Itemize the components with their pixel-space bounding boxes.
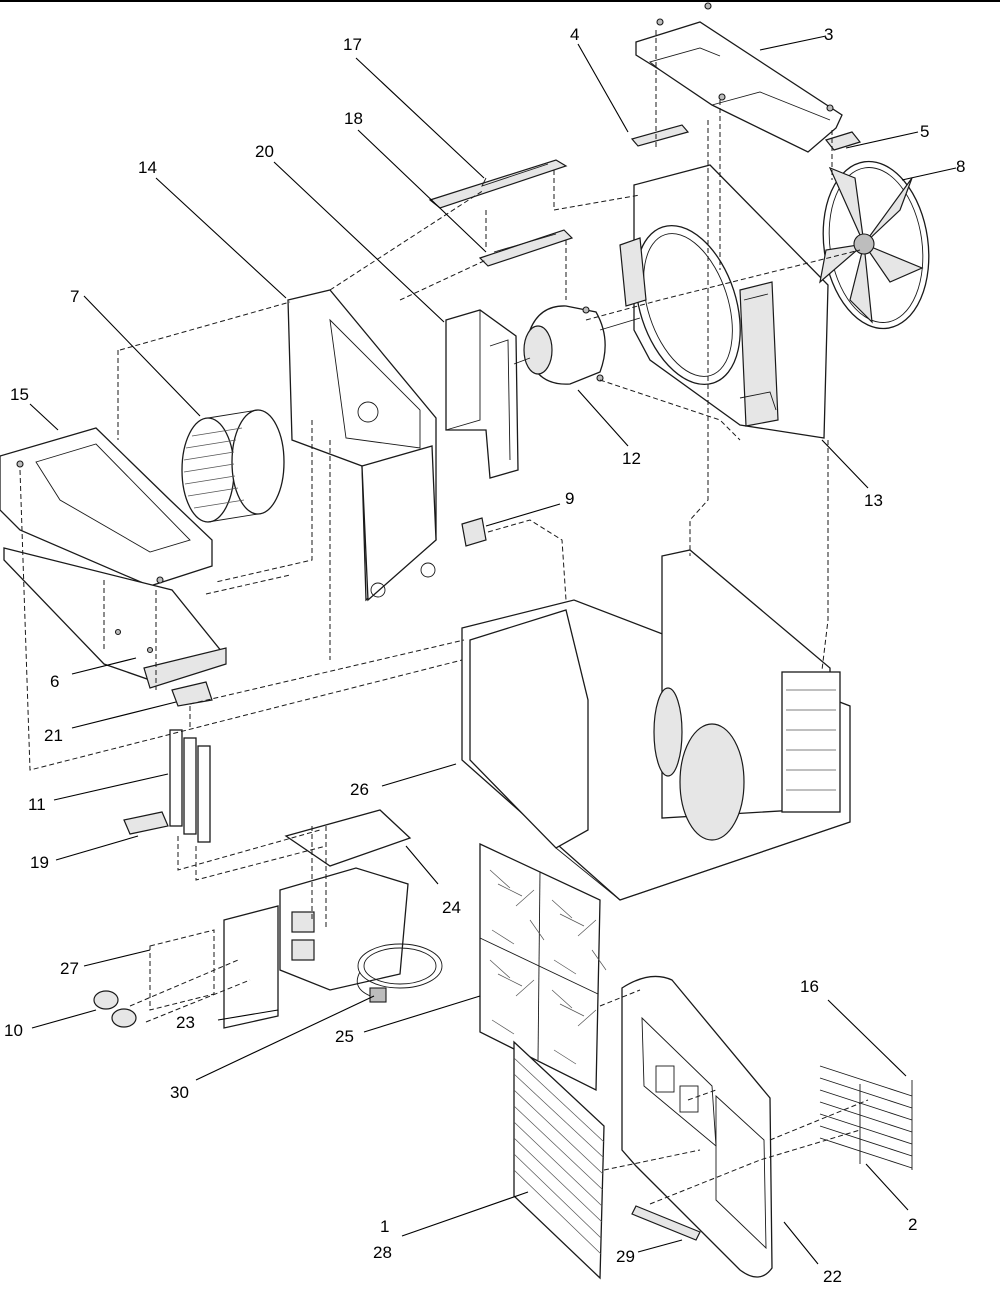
- chassis-part: [461, 549, 851, 901]
- callout-7: 7: [70, 287, 79, 306]
- leader-lines: [29, 35, 957, 1265]
- callout-22: 22: [823, 1267, 842, 1286]
- blower-housing-part: [287, 289, 437, 602]
- callout-19: 19: [30, 853, 49, 872]
- callout-18: 18: [344, 109, 363, 128]
- air-filter-part: [479, 842, 607, 1092]
- front-panel-part: [621, 975, 773, 1278]
- callout-11: 11: [28, 795, 46, 814]
- callout-28: 28: [373, 1243, 392, 1262]
- callout-2: 2: [908, 1215, 917, 1234]
- blower-wheel-part: [181, 409, 285, 523]
- assembly-dashed-lines: [19, 30, 869, 1205]
- callout-5: 5: [920, 122, 929, 141]
- callout-24: 24: [442, 898, 461, 917]
- power-cord-part: [356, 943, 443, 1003]
- callout-16: 16: [800, 977, 819, 996]
- callout-6: 6: [50, 672, 59, 691]
- condenser-fan-part: [819, 160, 930, 330]
- callout-17: 17: [343, 35, 362, 54]
- callout-14: 14: [138, 158, 157, 177]
- callout-21: 21: [44, 726, 63, 745]
- callout-3: 3: [824, 25, 833, 44]
- callout-4: 4: [570, 25, 579, 44]
- small-fitting-part: [461, 517, 487, 547]
- control-panel-plate-part: [223, 867, 409, 1029]
- fan-shroud-part: [619, 164, 829, 439]
- grille-part: [513, 1040, 605, 1280]
- callout-13: 13: [864, 491, 883, 510]
- callout-25: 25: [335, 1027, 354, 1046]
- fan-motor-part: [513, 305, 641, 385]
- lower-bracket-part: [478, 229, 574, 267]
- control-box-cover-part: [284, 809, 412, 867]
- upper-bracket-part: [428, 159, 568, 209]
- callout-23: 23: [176, 1013, 195, 1032]
- callout-30: 30: [170, 1083, 189, 1102]
- callout-12: 12: [622, 449, 641, 468]
- callout-15: 15: [10, 385, 29, 404]
- callout-9: 9: [565, 489, 574, 508]
- heater-clip-part: [123, 811, 169, 835]
- heater-elements-part: [169, 729, 211, 843]
- control-knobs-part: [93, 990, 137, 1028]
- top-bracket-part: [635, 2, 862, 153]
- callout-27: 27: [60, 959, 79, 978]
- top-cover-part: [0, 427, 213, 587]
- heater-bracket-part: [171, 681, 213, 707]
- base-plate-part: [3, 547, 227, 689]
- drain-strip-part: [631, 1205, 701, 1241]
- callout-29: 29: [616, 1247, 635, 1266]
- louver-assembly-part: [819, 1065, 913, 1170]
- callout-10: 10: [4, 1021, 23, 1040]
- callout-26: 26: [350, 780, 369, 799]
- small-strip-part: [630, 124, 690, 147]
- callout-1: 1: [380, 1217, 389, 1236]
- callout-20: 20: [255, 142, 274, 161]
- callout-8: 8: [956, 157, 965, 176]
- scroll-housing-part: [445, 309, 519, 479]
- nameplate-part: [149, 929, 215, 1011]
- callout-labels: 3 4 5 8 17 18 20 14 7 15 12 13 9 6 21 11…: [4, 25, 965, 1286]
